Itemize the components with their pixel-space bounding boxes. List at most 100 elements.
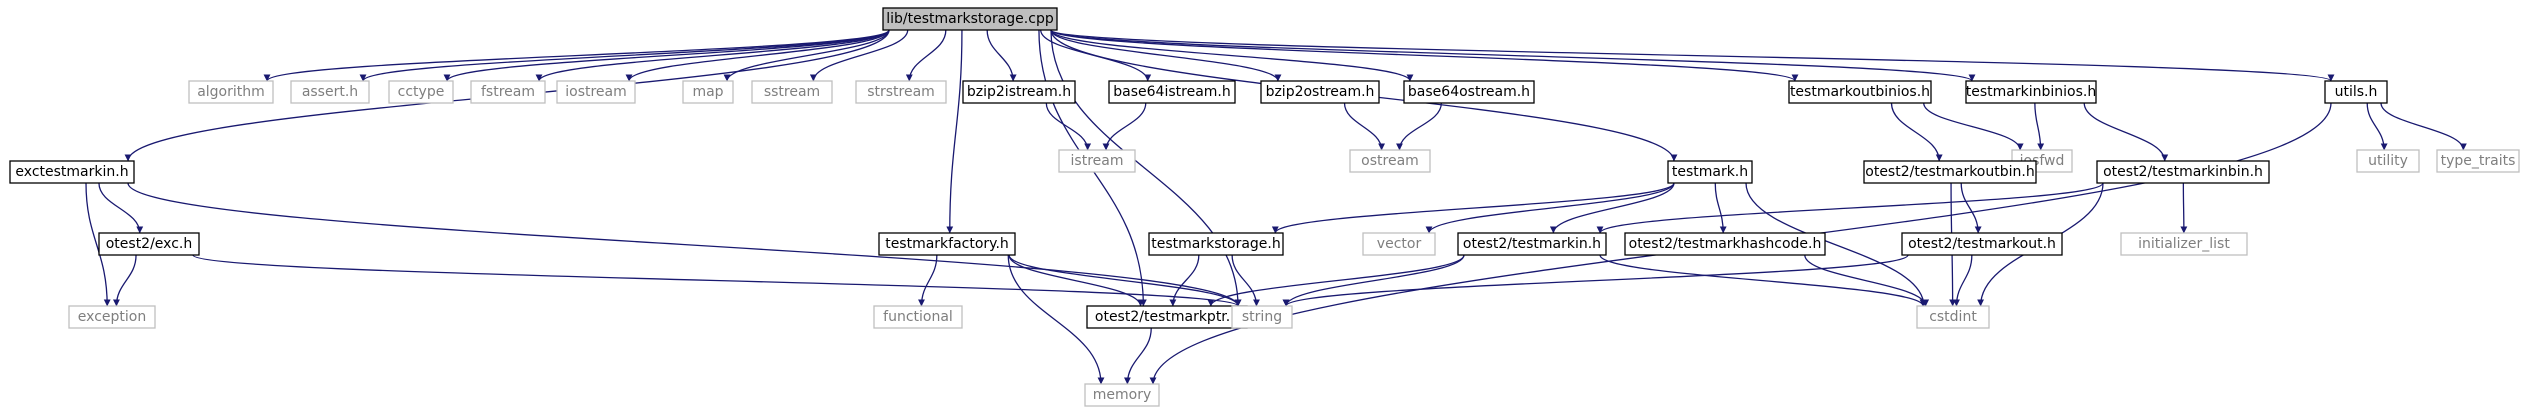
node-box xyxy=(1231,305,1293,329)
edge-testmark-to-otest2testmarkin xyxy=(1549,182,1675,234)
node-functional: functional xyxy=(873,305,963,329)
edge-line xyxy=(1050,29,1976,82)
node-box xyxy=(1788,80,1932,104)
edge-testmark-to-otest2testmarkhashcode xyxy=(1714,182,1727,234)
node-box xyxy=(1403,80,1535,104)
node-label: memory xyxy=(1093,387,1152,403)
edge-base64ostream-to-ostream xyxy=(1395,102,1442,151)
edge-root-to-fstream xyxy=(535,29,890,82)
node-label: testmark.h xyxy=(1672,164,1748,180)
edge-testmarkoutbinios-to-otest2testmarkoutbin xyxy=(1890,102,1943,162)
node-label: testmarkstorage.h xyxy=(1151,236,1280,252)
node-label: istream xyxy=(1071,153,1124,169)
edge-root-to-string xyxy=(1050,29,1242,307)
node-label: testmarkoutbinios.h xyxy=(1790,84,1930,100)
node-root[interactable]: lib/testmarkstorage.cpp xyxy=(882,7,1058,31)
edge-line xyxy=(2380,102,2467,151)
node-asserth: assert.h xyxy=(290,80,370,104)
edge-line xyxy=(1952,254,1973,307)
node-cctype: cctype xyxy=(388,80,454,104)
node-box xyxy=(1667,160,1753,184)
node-utils[interactable]: utils.h xyxy=(2324,80,2388,104)
node-initializer_list: initializer_list xyxy=(2120,232,2248,256)
node-testmarkstorage[interactable]: testmarkstorage.h xyxy=(1148,232,1284,256)
node-box xyxy=(1624,232,1826,256)
edge-line xyxy=(1596,182,2104,234)
node-exctestmarkin[interactable]: exctestmarkin.h xyxy=(9,160,135,184)
node-box xyxy=(470,80,546,104)
edge-otest2testmarkout-to-cstdint xyxy=(1952,254,1973,307)
edge-line xyxy=(1960,182,1982,234)
node-label: otest2/testmarkin.h xyxy=(1463,236,1601,252)
node-otest2testmarkin[interactable]: otest2/testmarkin.h xyxy=(1457,232,1607,256)
node-box xyxy=(2356,149,2420,173)
edge-line xyxy=(905,29,947,82)
node-otest2testmarkptr[interactable]: otest2/testmarkptr.h xyxy=(1086,305,1248,329)
edge-line xyxy=(127,182,1242,307)
node-otest2testmarkhashcode[interactable]: otest2/testmarkhashcode.h xyxy=(1624,232,1826,256)
node-otest2testmarkout[interactable]: otest2/testmarkout.h xyxy=(1901,232,2063,256)
edge-testmarkfactory-to-memory xyxy=(1007,254,1105,385)
edge-line xyxy=(946,29,963,234)
node-label: utils.h xyxy=(2335,84,2378,100)
edge-line xyxy=(1050,29,2335,82)
node-iostream: iostream xyxy=(556,80,636,104)
node-label: strstream xyxy=(867,84,935,100)
node-bzip2ostream[interactable]: bzip2ostream.h xyxy=(1260,80,1380,104)
edge-line xyxy=(85,182,111,307)
edge-line xyxy=(535,29,890,82)
node-sstream: sstream xyxy=(751,80,833,104)
node-box xyxy=(751,80,833,104)
node-otest2testmarkoutbin[interactable]: otest2/testmarkoutbin.h xyxy=(1863,160,2037,184)
edge-line xyxy=(2366,102,2388,151)
edge-root-to-map xyxy=(723,29,890,82)
node-box xyxy=(1058,149,1136,173)
edge-root-to-sstream xyxy=(809,29,909,82)
node-box xyxy=(878,232,1016,256)
node-otest2testmarkinbin[interactable]: otest2/testmarkinbin.h xyxy=(2096,160,2270,184)
edge-line xyxy=(1045,102,1092,151)
node-label: exception xyxy=(78,309,146,325)
edge-line xyxy=(98,182,144,234)
node-box xyxy=(1084,383,1160,407)
edge-line xyxy=(1271,182,1675,234)
node-box xyxy=(188,80,274,104)
node-testmarkinbinios[interactable]: testmarkinbinios.h xyxy=(1965,80,2097,104)
edge-line xyxy=(1207,254,1465,307)
node-base64istream[interactable]: base64istream.h xyxy=(1108,80,1236,104)
node-box xyxy=(882,7,1058,31)
node-label: otest2/testmarkout.h xyxy=(1908,236,2056,252)
node-label: vector xyxy=(1377,236,1422,252)
node-label: otest2/testmarkinbin.h xyxy=(2103,164,2263,180)
node-label: cstdint xyxy=(1929,309,1977,325)
edge-line xyxy=(263,29,890,82)
edge-otest2testmarkinbin-to-initializer_list xyxy=(2180,182,2188,234)
edge-testmark-to-testmarkstorage xyxy=(1271,182,1675,234)
node-box xyxy=(1362,232,1436,256)
node-testmarkoutbinios[interactable]: testmarkoutbinios.h xyxy=(1788,80,1932,104)
edge-line xyxy=(1282,254,1909,307)
node-cstdint: cstdint xyxy=(1916,305,1990,329)
edge-testmarkfactory-to-functional xyxy=(917,254,938,307)
edge-root-to-cctype xyxy=(443,29,890,82)
edge-line xyxy=(1343,102,1386,151)
node-bzip2istream[interactable]: bzip2istream.h xyxy=(962,80,1076,104)
node-testmark[interactable]: testmark.h xyxy=(1667,160,1753,184)
edge-root-to-strstream xyxy=(905,29,947,82)
edge-testmark-to-vector xyxy=(1425,182,1675,234)
node-otest2exc[interactable]: otest2/exc.h xyxy=(98,232,200,256)
node-vector: vector xyxy=(1362,232,1436,256)
node-testmarkfactory[interactable]: testmarkfactory.h xyxy=(878,232,1016,256)
node-label: testmarkfactory.h xyxy=(885,236,1009,252)
node-base64ostream[interactable]: base64ostream.h xyxy=(1403,80,1535,104)
edge-utils-to-type_traits xyxy=(2380,102,2467,151)
node-box xyxy=(68,305,156,329)
nodes-layer: lib/testmarkstorage.cppexctestmarkin.hal… xyxy=(9,7,2520,407)
node-box xyxy=(1108,80,1236,104)
node-box xyxy=(873,305,963,329)
node-type_traits: type_traits xyxy=(2436,149,2520,173)
edge-root-to-bzip2ostream xyxy=(1050,29,1282,82)
edge-root-to-testmarkfactory xyxy=(946,29,963,234)
node-exception: exception xyxy=(68,305,156,329)
node-box xyxy=(962,80,1076,104)
